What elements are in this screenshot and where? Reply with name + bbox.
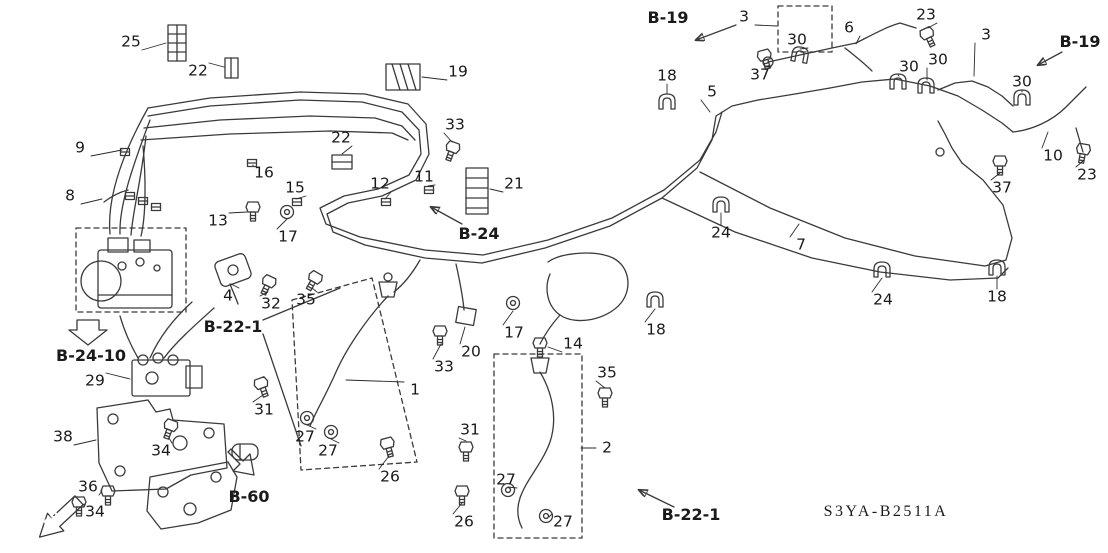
callout-26: 26 (454, 512, 474, 531)
ref-label-b-24-10: B-24-10 (55, 346, 127, 365)
ref-label-b-24: B-24 (458, 224, 500, 243)
callout-24: 24 (711, 223, 731, 242)
brake-hose-2 (517, 357, 555, 529)
callout-19: 19 (448, 62, 468, 81)
ref-label-b-22-1: B-22-1 (661, 505, 721, 524)
proportioning-valve (131, 352, 203, 397)
callout-30: 30 (899, 57, 919, 76)
callout-22: 22 (188, 61, 208, 80)
callout-7: 7 (796, 235, 806, 254)
ref-label-b-22-1: B-22-1 (203, 317, 263, 336)
callout-5: 5 (707, 82, 717, 101)
connector-blocks (167, 24, 489, 327)
callout-2: 2 (602, 438, 612, 457)
callout-16: 16 (254, 163, 274, 182)
callout-18: 18 (657, 66, 677, 85)
top-right-pipes (757, 22, 1087, 157)
fr-label: FR. (40, 503, 69, 532)
callout-29: 29 (85, 371, 105, 390)
callout-27: 27 (553, 512, 573, 531)
callout-30: 30 (787, 30, 807, 49)
abs-modulator-unit (80, 237, 173, 309)
callout-26: 26 (380, 467, 400, 486)
callout-23: 23 (916, 5, 936, 24)
callout-32: 32 (261, 294, 281, 313)
callout-37: 37 (750, 65, 770, 84)
lower-bracket (146, 443, 259, 530)
callout-38: 38 (53, 427, 73, 446)
callout-34: 34 (151, 441, 171, 460)
ref-label-b-19: B-19 (1059, 32, 1101, 51)
callout-6: 6 (844, 18, 854, 37)
ref-label-b-60: B-60 (228, 487, 270, 506)
callout-35: 35 (296, 290, 316, 309)
callout-12: 12 (370, 174, 390, 193)
callout-36: 36 (78, 477, 98, 496)
callout-27: 27 (318, 441, 338, 460)
callout-14: 14 (563, 334, 583, 353)
callout-1: 1 (410, 380, 420, 399)
callout-37: 37 (992, 178, 1012, 197)
callout-30: 30 (1012, 72, 1032, 91)
diagram-code: S3YA-B2511A (823, 503, 949, 520)
callout-3: 3 (739, 7, 749, 26)
callout-31: 31 (460, 420, 480, 439)
callout-33: 33 (445, 115, 465, 134)
fr-arrow (38, 495, 84, 538)
callout-35: 35 (597, 363, 617, 382)
callout-24: 24 (873, 290, 893, 309)
callout-34: 34 (85, 502, 105, 521)
callout-10: 10 (1043, 146, 1063, 165)
callout-33: 33 (434, 357, 454, 376)
brake-hose-1 (309, 272, 398, 427)
b24-10-down-arrow (68, 319, 108, 346)
callout-3: 3 (981, 25, 991, 44)
callout-20: 20 (461, 342, 481, 361)
callout-23: 23 (1077, 165, 1097, 184)
callout-22: 22 (331, 128, 351, 147)
callout-30: 30 (928, 50, 948, 69)
callout-25: 25 (121, 32, 141, 51)
callout-13: 13 (208, 211, 228, 230)
callout-18: 18 (987, 287, 1007, 306)
b60-arrow (227, 448, 255, 476)
callout-8: 8 (65, 186, 75, 205)
ref-arrows (68, 24, 1063, 508)
callout-17: 17 (278, 227, 298, 246)
callout-9: 9 (75, 138, 85, 157)
callout-4: 4 (223, 286, 233, 305)
callout-18: 18 (646, 320, 666, 339)
callout-21: 21 (504, 174, 524, 193)
callout-15: 15 (285, 178, 305, 197)
ref-label-b-19: B-19 (647, 8, 689, 27)
callout-11: 11 (414, 167, 434, 186)
callout-31: 31 (254, 400, 274, 419)
brake-lines (103, 91, 1013, 359)
leader-lines (73, 22, 1085, 518)
callout-27: 27 (295, 427, 315, 446)
dashed-boxes (75, 5, 833, 539)
callout-17: 17 (504, 323, 524, 342)
callout-27: 27 (496, 470, 516, 489)
